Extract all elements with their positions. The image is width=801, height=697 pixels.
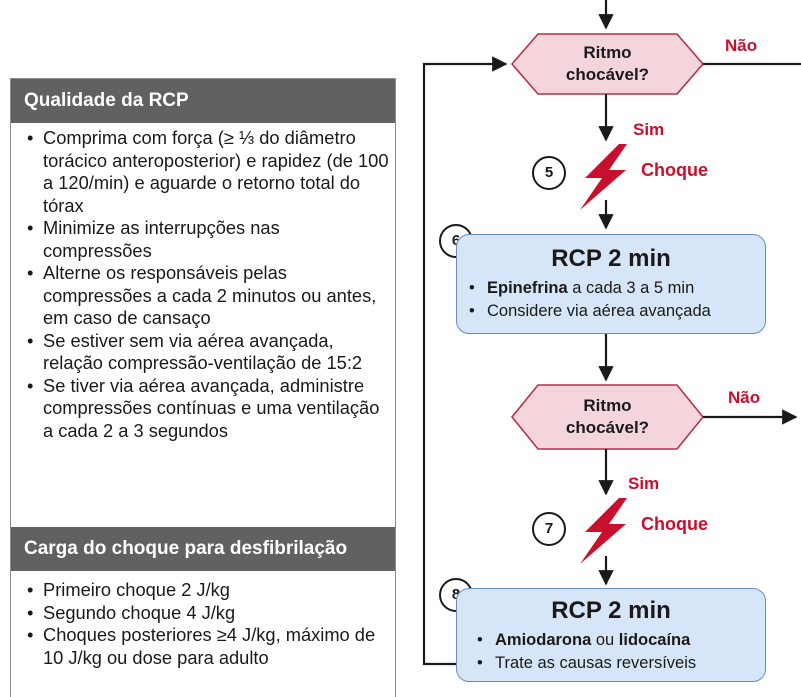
step-6-item: Epinefrina a cada 3 a 5 min bbox=[469, 277, 711, 300]
step-6-box: RCP 2 min Epinefrina a cada 3 a 5 min Co… bbox=[456, 234, 766, 334]
decision-2-no-label: Não bbox=[728, 388, 761, 407]
quality-item: Comprima com força (≥ ⅓ do diâmetro torá… bbox=[11, 127, 395, 217]
step-6-item: Considere via aérea avançada bbox=[469, 300, 711, 323]
step-8-title: RCP 2 min bbox=[551, 597, 671, 624]
step-8-item-drug-a: Amiodarona bbox=[495, 631, 592, 649]
decision-1-yes-label: Sim bbox=[633, 120, 665, 139]
decision-1-line-2: chocável? bbox=[565, 65, 650, 84]
shock-item: Primeiro choque 2 J/kg bbox=[11, 579, 395, 602]
decision-1-no-label: Não bbox=[725, 36, 758, 55]
step-8-item-mid: ou bbox=[591, 631, 619, 649]
shock-5-bolt-icon bbox=[580, 144, 627, 210]
quality-item: Minimize as interrupções nas compressões bbox=[11, 217, 395, 262]
step-5-number: 5 bbox=[532, 156, 566, 190]
step-8-box: RCP 2 min Amiodarona ou lidocaína Trate … bbox=[456, 588, 766, 682]
shock-item: Choques posteriores ≥4 J/kg, máximo de 1… bbox=[11, 624, 395, 669]
decision-2-line-2: chocável? bbox=[565, 418, 650, 437]
decision-1-line-1: Ritmo bbox=[583, 43, 632, 62]
decision-2-line-1: Ritmo bbox=[583, 396, 632, 415]
step-8-list: Amiodarona ou lidocaína Trate as causas … bbox=[477, 629, 696, 675]
step-8-item-drug-b: lidocaína bbox=[618, 631, 691, 649]
quality-list: Comprima com força (≥ ⅓ do diâmetro torá… bbox=[11, 127, 395, 442]
decision-1-label: Ritmo chocável? bbox=[540, 42, 675, 86]
loop-back-line bbox=[422, 56, 508, 666]
shock-panel-title: Carga do choque para desfibrilação bbox=[11, 527, 395, 571]
shock-7-bolt-icon bbox=[580, 498, 627, 564]
info-panel: Qualidade da RCP Comprima com força (≥ ⅓… bbox=[10, 78, 396, 697]
quality-item: Se tiver via aérea avançada, administre … bbox=[11, 375, 395, 443]
step-5-label: Choque bbox=[641, 160, 708, 180]
quality-panel-title: Qualidade da RCP bbox=[11, 79, 395, 123]
step-6-title: RCP 2 min bbox=[551, 245, 671, 272]
step-6-item-rest: a cada 3 a 5 min bbox=[567, 279, 695, 297]
decision-2-yes-label: Sim bbox=[628, 474, 660, 493]
quality-item: Se estiver sem via aérea avançada, relaç… bbox=[11, 330, 395, 375]
step-6-item-drug: Epinefrina bbox=[487, 279, 568, 297]
quality-item: Alterne os responsáveis pelas compressõe… bbox=[11, 262, 395, 330]
shock-item: Segundo choque 4 J/kg bbox=[11, 602, 395, 625]
step-6-list: Epinefrina a cada 3 a 5 min Considere vi… bbox=[469, 277, 711, 323]
decision-2-label: Ritmo chocável? bbox=[540, 395, 675, 439]
step-7-number: 7 bbox=[532, 512, 566, 546]
step-7-label: Choque bbox=[641, 514, 708, 534]
step-8-item: Trate as causas reversíveis bbox=[477, 652, 696, 675]
shock-list: Primeiro choque 2 J/kg Segundo choque 4 … bbox=[11, 579, 395, 669]
step-8-item: Amiodarona ou lidocaína bbox=[477, 629, 696, 652]
